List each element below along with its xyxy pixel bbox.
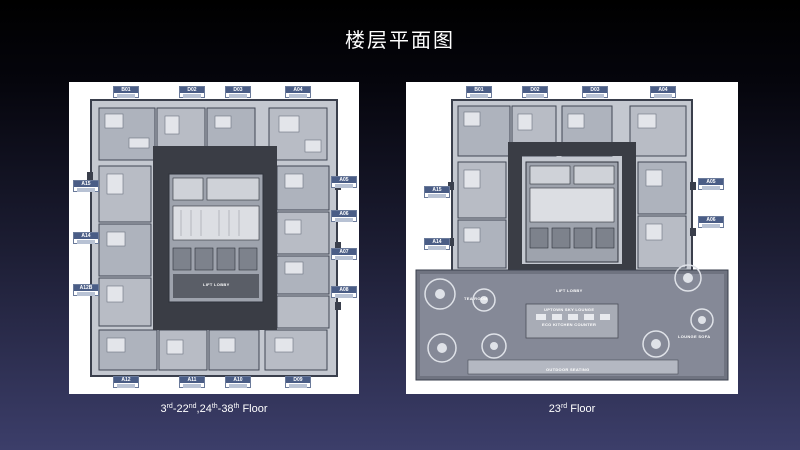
unit-tag: A05 bbox=[698, 178, 724, 190]
unit-tag: A11 bbox=[179, 376, 205, 388]
floor-caption-typical: 3rd-22nd,24th-38th Floor bbox=[160, 403, 268, 415]
unit-tag: A04 bbox=[285, 86, 311, 98]
floor-plan-23-drawing bbox=[415, 99, 729, 381]
unit-tag: A15 bbox=[73, 180, 99, 192]
page-title: 楼层平面图 bbox=[345, 28, 455, 52]
unit-tag: A12 bbox=[113, 376, 139, 388]
unit-tag: B01 bbox=[466, 86, 492, 98]
unit-tag: A04 bbox=[650, 86, 676, 98]
unit-tag: B01 bbox=[113, 86, 139, 98]
floor-plan-typical: LIFT LOBBY B01 D02 D03 A04 A15 A14 A12B … bbox=[69, 82, 359, 394]
unit-tag: A12B bbox=[73, 284, 99, 296]
unit-tag: A06 bbox=[331, 210, 357, 222]
unit-tag: D03 bbox=[582, 86, 608, 98]
kitchen-counter-label: ECO KITCHEN COUNTER bbox=[542, 322, 597, 327]
floor-plan-typical-drawing bbox=[87, 99, 341, 377]
unit-tag: A15 bbox=[424, 186, 450, 198]
unit-tag: A14 bbox=[73, 232, 99, 244]
unit-tag: D02 bbox=[522, 86, 548, 98]
lounge-sofa-label: LOUNGE SOFA bbox=[678, 334, 711, 339]
unit-tag: A08 bbox=[331, 286, 357, 298]
unit-tag: D03 bbox=[225, 86, 251, 98]
unit-tag: A05 bbox=[331, 176, 357, 188]
floor-plan-23: LIFT LOBBY UPTOWN SKY LOUNGE ECO KITCHEN… bbox=[406, 82, 738, 394]
sky-lounge-label: UPTOWN SKY LOUNGE bbox=[544, 307, 595, 312]
lift-lobby-label: LIFT LOBBY bbox=[556, 288, 583, 293]
floor-caption-23: 23rd Floor bbox=[548, 403, 596, 415]
unit-tag: A07 bbox=[331, 248, 357, 260]
unit-tag: A10 bbox=[225, 376, 251, 388]
outdoor-seating-label: OUTDOOR SEATING bbox=[546, 367, 590, 372]
unit-tag: D09 bbox=[285, 376, 311, 388]
unit-tag: D02 bbox=[179, 86, 205, 98]
tea-room-label: TEA ROOM bbox=[464, 296, 488, 301]
lift-lobby-label: LIFT LOBBY bbox=[203, 282, 230, 287]
unit-tag: A06 bbox=[698, 216, 724, 228]
unit-tag: A14 bbox=[424, 238, 450, 250]
